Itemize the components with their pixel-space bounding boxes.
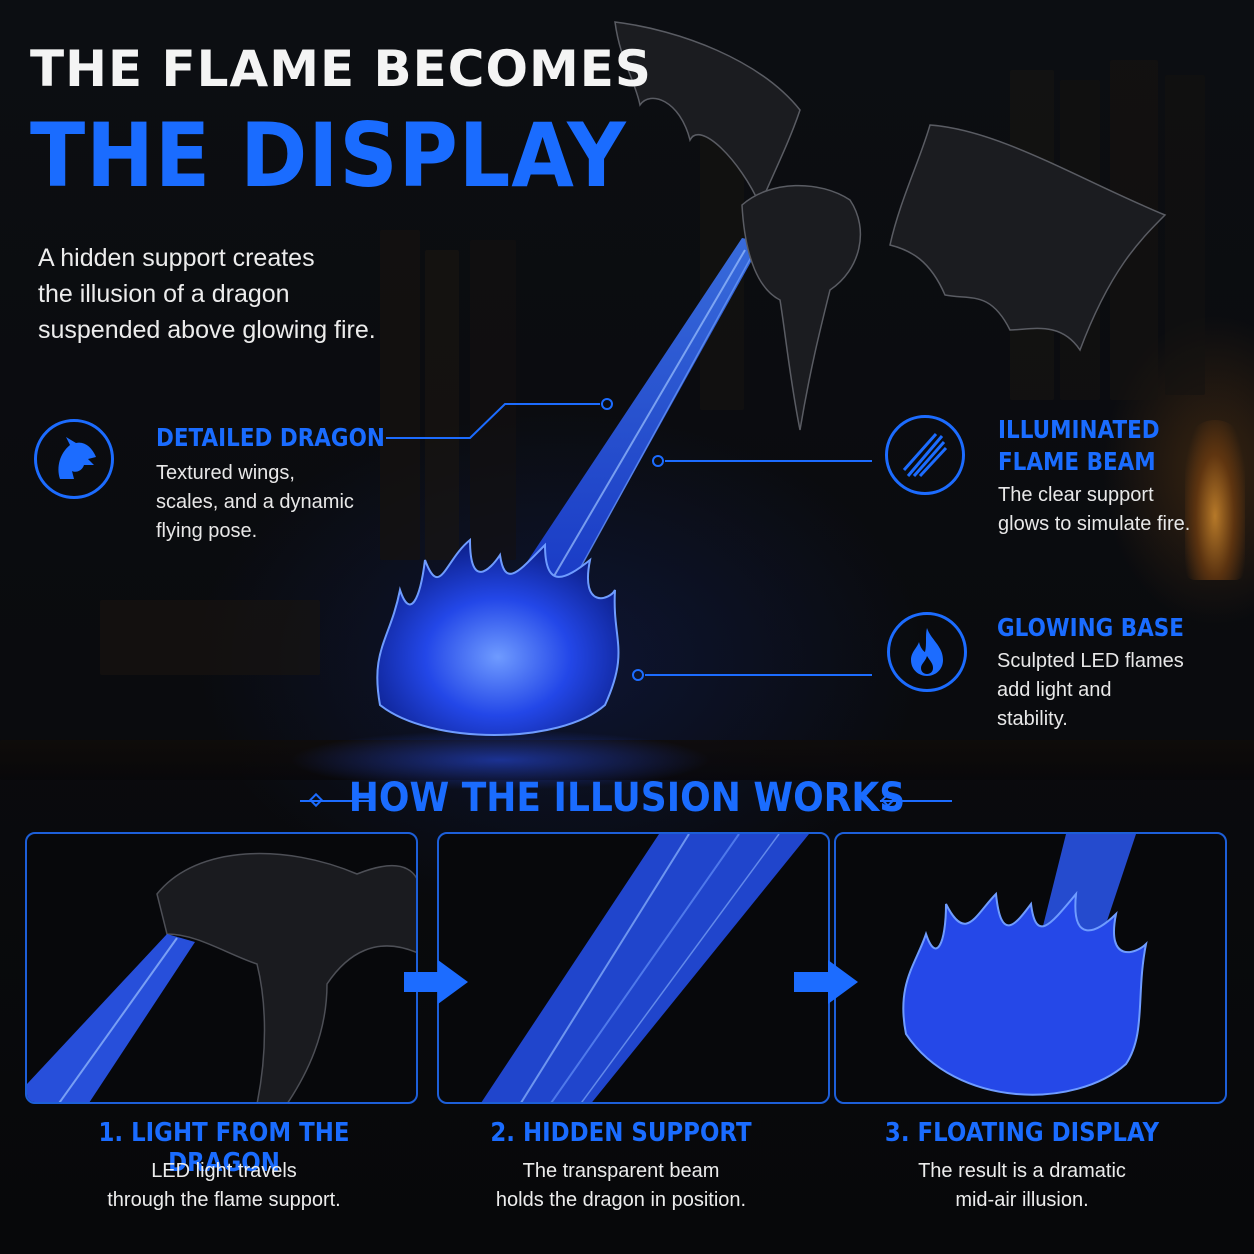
desc-line: LED light travels	[151, 1160, 297, 1182]
dragon-figure	[614, 21, 1167, 431]
step-panel-floating-display	[834, 832, 1227, 1104]
desc-line: The result is a dramatic	[918, 1160, 1126, 1182]
feature-title-glowing-base: GLOWING BASE	[997, 613, 1184, 642]
step-panel-light-from-dragon	[25, 832, 418, 1104]
arrow-right-icon	[794, 960, 858, 1004]
desc-line: mid-air illusion.	[955, 1189, 1089, 1211]
desc-line: scales, and a dynamic	[156, 491, 354, 513]
callout-connectors	[386, 398, 872, 681]
panel-illustration	[902, 834, 1148, 1096]
glowing-flame-base	[376, 537, 620, 736]
step-title-1: 1. LIGHT FROM THE DRAGON	[98, 1118, 350, 1178]
section-divider	[300, 792, 952, 808]
intro-line: the illusion of a dragon	[38, 280, 290, 308]
desc-line: holds the dragon in position.	[495, 1189, 747, 1211]
desc-line: Sculpted LED flames	[997, 650, 1184, 672]
section-title: HOW THE ILLUSION WORKS	[348, 775, 906, 821]
feature-title-flame-beam: ILLUMINATED FLAME BEAM	[998, 414, 1160, 478]
lamp-glow	[1185, 420, 1245, 580]
title-line: FLAME BEAM	[998, 447, 1156, 476]
arrow-right-icon	[404, 960, 468, 1004]
step-title-2: 2. HIDDEN SUPPORT	[490, 1118, 752, 1148]
desc-line: The clear support	[998, 484, 1154, 506]
title-line: ILLUMINATED	[998, 415, 1160, 444]
step-desc-3: The result is a dramatic mid-air illusio…	[812, 1157, 1232, 1215]
flame-beam-icon	[885, 415, 965, 495]
desc-line: Textured wings,	[156, 462, 295, 484]
intro-line: A hidden support creates	[38, 244, 315, 272]
dragon-head-icon	[34, 419, 114, 499]
feature-desc-flame-beam: The clear support glows to simulate fire…	[998, 481, 1190, 539]
step-desc-2: The transparent beam holds the dragon in…	[411, 1157, 831, 1215]
desc-line: through the flame support.	[107, 1189, 341, 1211]
title-line-1: THE FLAME BECOMES	[30, 40, 652, 98]
desc-line: flying pose.	[156, 520, 258, 542]
desc-line: add light and	[997, 679, 1112, 701]
intro-text: A hidden support creates the illusion of…	[38, 240, 438, 348]
feature-desc-glowing-base: Sculpted LED flames add light and stabil…	[997, 647, 1184, 734]
panel-illustration	[481, 834, 809, 1102]
panel-illustration	[27, 852, 416, 1102]
intro-line: suspended above glowing fire.	[38, 316, 376, 344]
step-title-3: 3. FLOATING DISPLAY	[884, 1118, 1160, 1148]
desc-line: glows to simulate fire.	[998, 513, 1191, 535]
desc-line: stability.	[997, 708, 1068, 730]
feature-title-detailed-dragon: DETAILED DRAGON	[156, 423, 385, 452]
step-desc-1: LED light travels through the flame supp…	[14, 1157, 434, 1215]
step-panel-hidden-support	[437, 832, 830, 1104]
feature-desc-detailed-dragon: Textured wings, scales, and a dynamic fl…	[156, 459, 354, 546]
title-line-2: THE DISPLAY	[30, 104, 627, 207]
dragon-display-illustration	[290, 21, 1167, 790]
desc-line: The transparent beam	[522, 1160, 720, 1182]
fire-icon	[887, 612, 967, 692]
